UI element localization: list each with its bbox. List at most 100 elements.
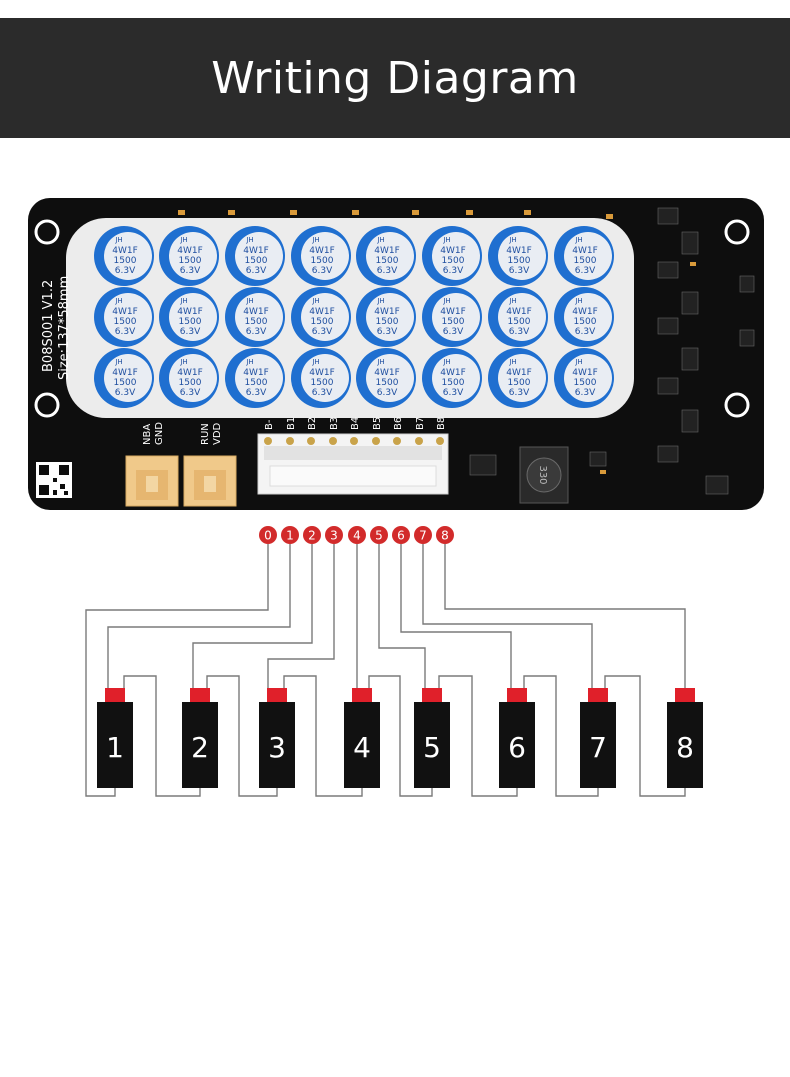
wire [378,544,426,688]
positive-terminal-icon [588,688,608,702]
wire-number-0: 0 [259,526,277,544]
positive-terminal-icon [675,688,695,702]
jst-connector-left [125,455,179,507]
mount-hole-icon [34,219,60,245]
capacitor-brand: JH [114,236,122,244]
capacitor-text: 4W1F [572,307,598,317]
wire-number-label: 2 [308,529,316,543]
capacitor-text: 1500 [574,256,597,266]
wire [438,675,518,797]
capacitor-text: 6.3V [509,266,530,276]
capacitor-text: 6.3V [377,388,398,398]
connector-label-gnd: GND [154,422,165,445]
wire-number-8: 8 [436,526,454,544]
capacitor-brand: JH [311,236,319,244]
connector-label-vdd: VDD [212,422,223,445]
capacitor-text: 6.3V [115,266,136,276]
capacitor-text: 6.3V [509,327,530,337]
wire [107,544,291,688]
wire-number-label: 5 [375,529,383,543]
capacitor-text: 6.3V [443,266,464,276]
capacitor-text: 1500 [508,317,531,327]
capacitor-array: JH4W1F15006.3VJH4W1F15006.3VJH4W1F15006.… [94,226,614,408]
capacitor-text: 4W1F [112,246,138,256]
capacitor-text: 6.3V [575,388,596,398]
capacitor-text: 1500 [442,378,465,388]
wire [422,544,593,688]
capacitor-text: 6.3V [575,327,596,337]
capacitor-brand: JH [114,358,122,366]
balance-pin-label: B- [264,419,275,430]
capacitor-brand: JH [179,236,187,244]
wire-number-label: 4 [353,529,361,543]
positive-terminal-icon [190,688,210,702]
wire-number-label: 0 [264,529,272,543]
positive-terminal-icon [422,688,442,702]
capacitor-brand: JH [376,358,384,366]
wire-number-2: 2 [303,526,321,544]
balance-pin-label: B3 [329,417,340,430]
capacitor-text: 4W1F [374,246,400,256]
capacitor-text: 4W1F [440,246,466,256]
capacitor-text: 1500 [114,256,137,266]
capacitor-text: 4W1F [572,246,598,256]
battery-cell-8: 8 [667,688,703,788]
battery-cell-7: 7 [580,688,616,788]
capacitor-text: 1500 [574,378,597,388]
capacitor-brand: JH [114,297,122,305]
wire-number-label: 3 [330,529,338,543]
capacitor-text: 6.3V [246,388,267,398]
balance-pin-icon [350,437,358,445]
balance-pin-icon [329,437,337,445]
balance-pin-label: B2 [307,417,318,430]
capacitor-text: 1500 [114,378,137,388]
capacitor-text: 6.3V [115,388,136,398]
capacitor-brand: JH [311,358,319,366]
wire [400,544,512,688]
wire [123,675,201,797]
smd-components [469,207,755,495]
battery-cell-6: 6 [499,688,535,788]
header-bar: Writing Diagram [0,18,790,138]
wire [523,675,599,797]
page-title: Writing Diagram [211,52,579,104]
capacitor-brand: JH [179,358,187,366]
battery-cell-label: 2 [191,731,209,764]
balance-pin-label: B6 [393,417,404,430]
balance-pin-icon [415,437,423,445]
capacitor-text: 1500 [376,317,399,327]
board-name: B08S001 V1.2 [41,280,56,372]
capacitor-text: 6.3V [246,266,267,276]
capacitor-text: 1500 [311,378,334,388]
capacitor-brand: JH [311,297,319,305]
capacitor-text: 4W1F [374,368,400,378]
battery-cell-label: 5 [423,731,441,764]
wire-number-label: 6 [397,529,405,543]
wire-paths [85,544,686,797]
balance-pin-label: B5 [372,417,383,430]
capacitor-text: 4W1F [177,307,203,317]
qr-code-icon [36,462,72,498]
capacitor-text: 1500 [245,378,268,388]
balance-pin-label: B8 [436,417,447,430]
positive-terminal-icon [507,688,527,702]
capacitor-text: 6.3V [509,388,530,398]
balance-pin-icon [372,437,380,445]
wire-number-label: 1 [286,529,294,543]
battery-cell-label: 6 [508,731,526,764]
jst-connector-right [183,455,237,507]
